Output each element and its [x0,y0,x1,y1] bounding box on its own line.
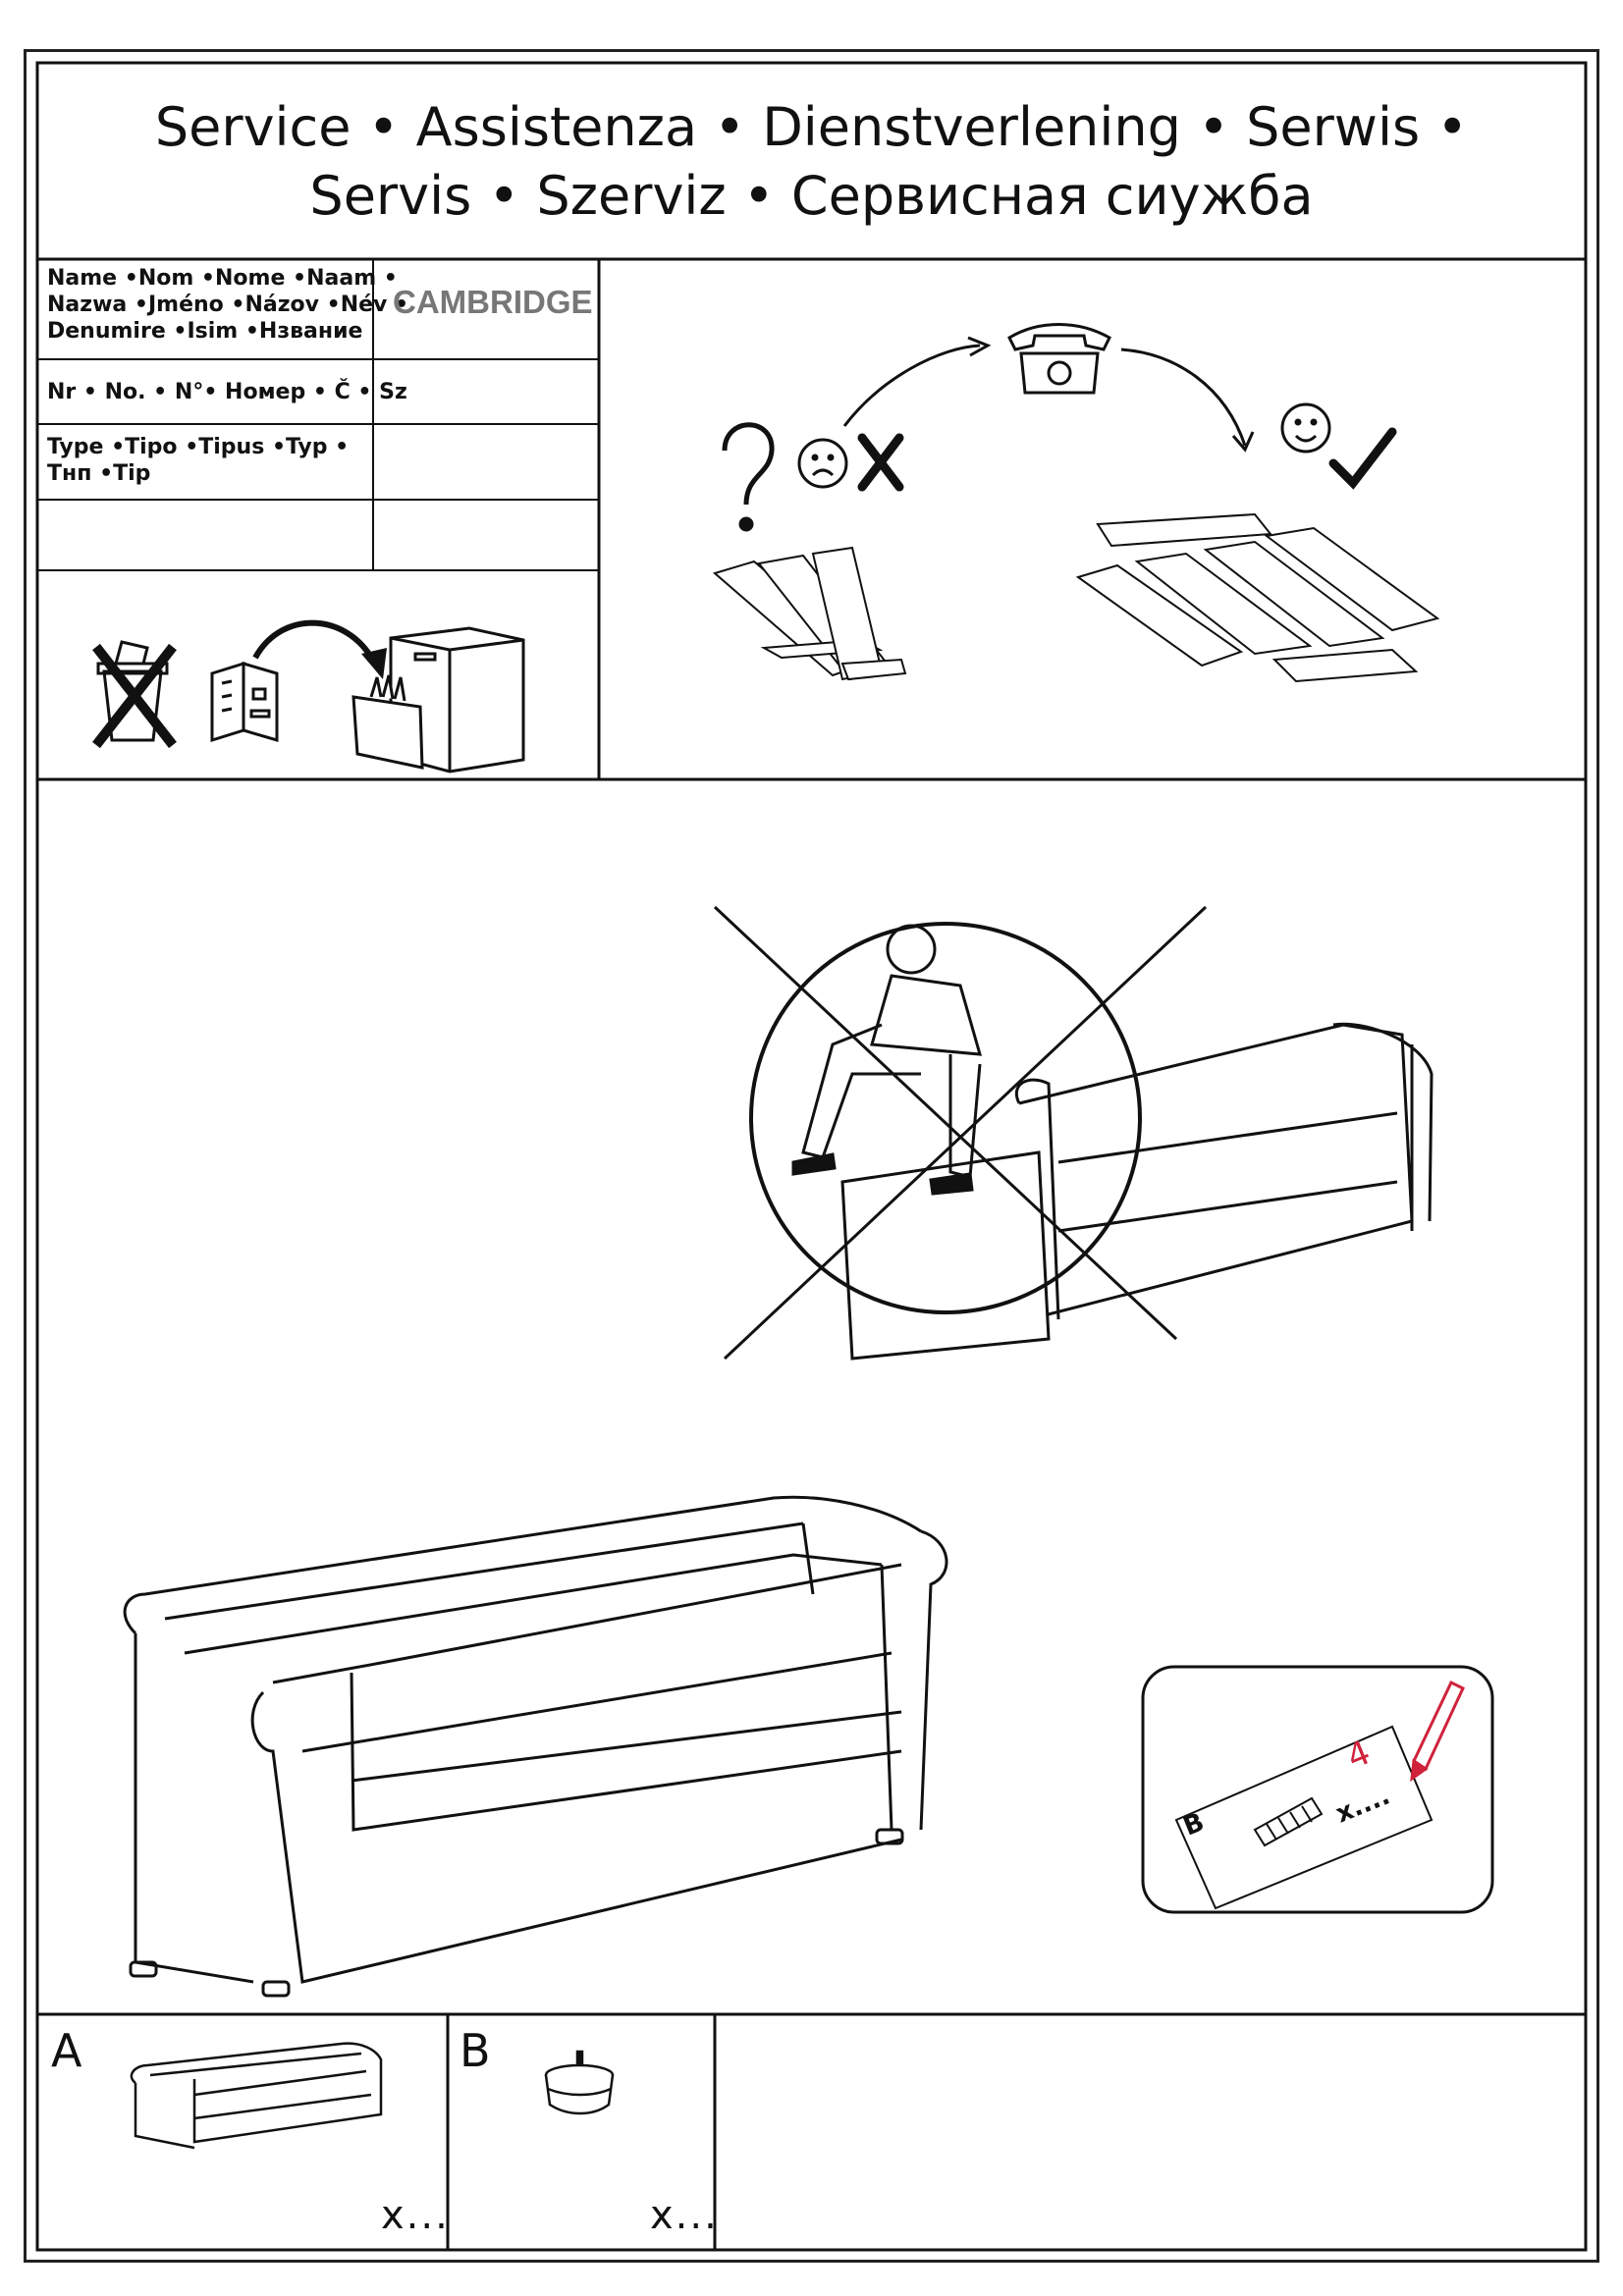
type-label: Type •Tipo •Tipus •Typ • Тнп •Tip [47,434,349,487]
part-b-foot-icon [544,2050,615,2115]
page-outer-frame [24,49,1599,2263]
header-title-line-2: Servis • Szerviz • Сервисная сиужба [309,165,1314,227]
sofa-illustrations [123,905,1494,2150]
sad-face-icon [797,438,848,489]
sheet-grid [35,61,1588,2252]
service-flow-pictogram [712,323,1440,683]
check-icon [1328,427,1397,490]
service-sheet: Service • Assistenza • Dienstverlening •… [35,61,1588,2252]
name-label-line: Nazwa •Jméno •Názov •Név • [47,293,409,317]
part-b-letter: B [460,2024,491,2077]
sorted-panels [1075,512,1440,683]
trash-bin-icon [92,640,177,749]
name-label-line: Denumire •Isim •Нзвание [47,319,363,344]
name-label: Name •Nom •Nome •Naam • Nazwa •Jméno •Ná… [47,265,408,345]
sofa-drawing [123,1495,948,1998]
do-not-sit-on-armrest-warning [713,905,1434,1361]
dowel-icon [1253,1796,1324,1847]
file-cabinet-icon [352,626,525,774]
happy-face-icon [1280,402,1331,454]
type-label-line: Тнп •Tip [47,461,151,486]
number-label: Nr • No. • N°• Номер • Č • Sz [47,380,407,404]
product-name-value: CAMBRIDGE [393,284,593,320]
telephone-icon [1007,323,1111,395]
hardware-count-callout [1141,1665,1494,1914]
part-a-letter: A [51,2024,82,2077]
header-title-line-1: Service • Assistenza • Dienstverlening •… [154,96,1469,158]
pencil-icon [1410,1680,1465,1783]
arrow-curve [252,619,379,668]
mixed-panels [712,546,907,681]
part-a-sofa-icon [130,2042,383,2150]
keep-manual-pictogram [92,619,525,774]
part-b-quantity: x... [650,2193,719,2238]
cross-icon [857,433,904,492]
name-label-line: Name •Nom •Nome •Naam • [47,266,398,291]
manual-icon [210,661,279,743]
question-mark-icon [722,422,775,532]
part-a-quantity: x... [381,2193,450,2238]
type-label-line: Type •Tipo •Tipus •Typ • [47,435,350,459]
